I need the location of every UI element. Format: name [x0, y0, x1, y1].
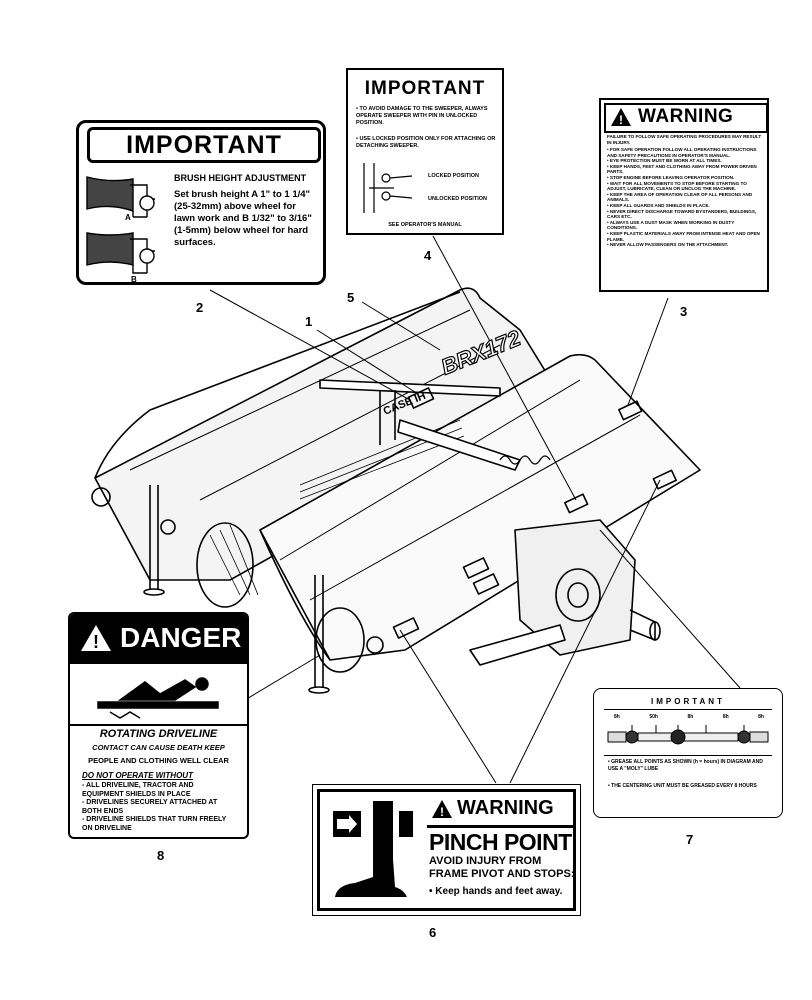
decal-title: WARNING	[457, 797, 554, 819]
callout-3: 3	[680, 304, 688, 319]
decal-title: WARNING	[638, 106, 734, 127]
decal-title: DANGER	[120, 622, 242, 653]
rule: • KEEP ALL GUARDS AND SHIELDS IN PLACE.	[607, 202, 710, 208]
pinch-pictogram	[333, 801, 413, 897]
rule: • KEEP PLASTIC MATERIALS AWAY FROM INTEN…	[607, 230, 760, 242]
item: - ALL DRIVELINE, TRACTOR AND EQUIPMENT S…	[82, 782, 194, 798]
callout-1: 1	[305, 314, 313, 329]
entanglement-pictogram	[97, 677, 219, 719]
hour-label: 8h	[758, 714, 764, 720]
decal-bullet: • Keep hands and feet away.	[429, 886, 563, 897]
decal-important-grease: IMPORTANT 8h 50h 8h 8h 8h • GREASE ALL P…	[593, 688, 783, 818]
rule: • KEEP THE AREA OF OPERATION CLEAR OF AL…	[607, 191, 753, 203]
warning-triangle-icon: !	[611, 108, 631, 127]
decal-important-sweeper-pin: IMPORTANT • TO AVOID DAMAGE TO THE SWEEP…	[346, 68, 504, 235]
unlocked-label: UNLOCKED POSITION	[428, 196, 487, 202]
hour-label: 50h	[649, 714, 658, 720]
decal-heading: ROTATING DRIVELINE	[99, 728, 218, 740]
decal-intro: FAILURE TO FOLLOW SAFE OPERATING PROCEDU…	[607, 134, 762, 145]
locked-label: LOCKED POSITION	[428, 173, 480, 179]
callout-4: 4	[424, 248, 432, 263]
brush-diagram	[86, 176, 155, 274]
decal-line-2: • THE CENTERING UNIT MUST BE GREASED EVE…	[608, 783, 757, 789]
decal-title-bar: ! WARNING	[427, 793, 574, 828]
decal-body: Set brush height A 1" to 1 1/4" (25-32mm…	[174, 189, 312, 248]
callout-7: 7	[686, 832, 694, 847]
rule: • WAIT FOR ALL MOVEMENTS TO STOP BEFORE …	[607, 180, 747, 192]
decal-title: IMPORTANT	[87, 127, 321, 163]
hour-label: 8h	[722, 714, 729, 720]
svg-text:!: !	[619, 113, 623, 127]
warning-rules: • FOR SAFE OPERATION FOLLOW ALL OPERATIN…	[607, 147, 765, 248]
rule: • ALWAYS USE A DUST MASK WHEN WORKING IN…	[607, 219, 735, 231]
rule: • EYE PROTECTION MUST BE WORN AT ALL TIM…	[607, 158, 722, 164]
decal-title-bar: ! DANGER	[70, 614, 247, 664]
decal-warning-pinch-point: ! WARNING PINCH POINT AVOID INJURY FROM …	[312, 784, 581, 916]
svg-text:!: !	[440, 805, 444, 819]
decal-danger-driveline: ! DANGER ROTATING DRIVELINE CONTACT CAN …	[68, 612, 249, 839]
decal-line-1: AVOID INJURY FROM	[429, 855, 542, 867]
item: - DRIVELINES SECURELY ATTACHED AT BOTH E…	[82, 799, 218, 815]
label-a: A	[125, 213, 131, 222]
decal-title: IMPORTANT	[364, 78, 486, 99]
decal-line-1: CONTACT CAN CAUSE DEATH KEEP	[92, 743, 225, 752]
callout-2: 2	[196, 300, 204, 315]
driveline-diagram	[607, 725, 769, 745]
label-b: B	[131, 275, 137, 284]
hour-label: 8h	[687, 714, 694, 720]
decal-heading: PINCH POINT	[429, 829, 572, 855]
svg-text:!: !	[93, 632, 99, 652]
decal-items: - ALL DRIVELINE, TRACTOR AND EQUIPMENT S…	[82, 782, 232, 833]
decal-line-2: PEOPLE AND CLOTHING WELL CLEAR	[88, 756, 229, 765]
decal-line-1: • GREASE ALL POINTS AS SHOWN (h = hours)…	[608, 759, 763, 772]
decal-line-1: • TO AVOID DAMAGE TO THE SWEEPER, ALWAYS…	[356, 106, 488, 126]
decal-warning-general: ! WARNING FAILURE TO FOLLOW SAFE OPERATI…	[599, 98, 769, 292]
decal-line-2: • USE LOCKED POSITION ONLY FOR ATTACHING…	[356, 136, 496, 149]
item: - DRIVELINE SHIELDS THAT TURN FREELY ON …	[82, 816, 227, 832]
callout-8: 8	[157, 848, 165, 863]
decal-line-2: FRAME PIVOT AND STOPS:	[429, 868, 575, 880]
warning-triangle-icon: !	[432, 800, 452, 819]
rule: • NEVER ALLOW PASSENGERS ON THE ATTACHME…	[607, 242, 729, 248]
rule: • KEEP HANDS, FEET AND CLOTHING AWAY FRO…	[607, 163, 757, 175]
decal-title: IMPORTANT	[651, 697, 725, 706]
rule: • FOR SAFE OPERATION FOLLOW ALL OPERATIN…	[607, 147, 757, 158]
rule: • NEVER DIRECT DISCHARGE TOWARD BYSTANDE…	[607, 208, 757, 220]
danger-triangle-icon: !	[81, 625, 111, 652]
gearbox	[514, 519, 636, 656]
decal-important-brush-height: IMPORTANT A B BRUSH HEIGHT ADJUSTMENT Se…	[76, 120, 326, 285]
decal-sub: DO NOT OPERATE WITHOUT	[82, 771, 193, 780]
decal-title-bar: ! WARNING	[604, 103, 768, 133]
decal-footer: SEE OPERATOR'S MANUAL	[388, 222, 462, 228]
pin-diagram	[363, 163, 413, 213]
hour-label: 8h	[614, 714, 620, 720]
decal-heading: BRUSH HEIGHT ADJUSTMENT	[174, 173, 307, 183]
rule: • STOP ENGINE BEFORE LEAVING OPERATOR PO…	[607, 174, 735, 180]
callout-6: 6	[429, 925, 437, 940]
callout-5: 5	[347, 290, 355, 305]
grease-hours: 8h 50h 8h 8h 8h	[614, 714, 764, 720]
